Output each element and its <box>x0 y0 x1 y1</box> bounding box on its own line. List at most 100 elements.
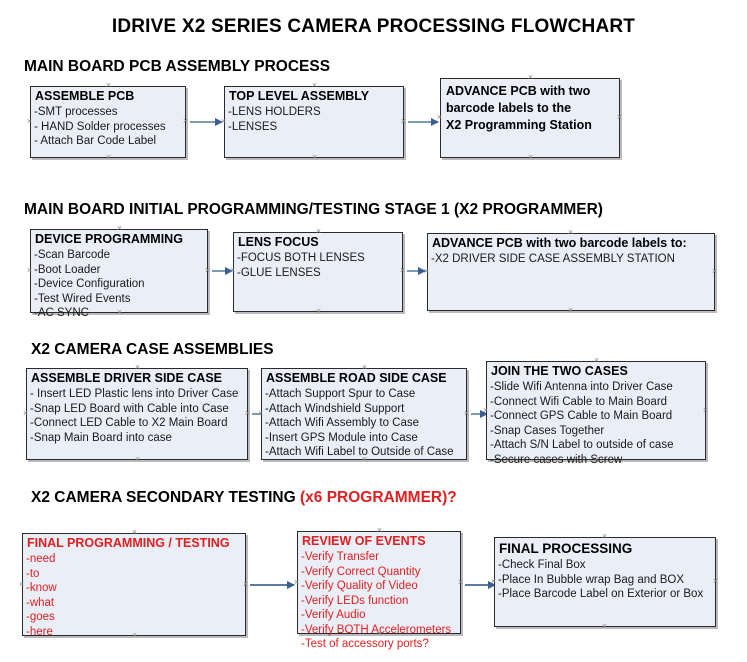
box-line: -Boot Loader <box>34 263 101 276</box>
selection-handle-x-icon[interactable] <box>399 267 406 274</box>
selection-handle-x-icon[interactable] <box>457 579 464 586</box>
box-advance-pcb-driver-side-case[interactable]: ADVANCE PCB with two barcode labels to: … <box>427 233 715 311</box>
selection-handle-x-icon[interactable] <box>134 364 141 371</box>
selection-handle-x-icon[interactable] <box>220 118 227 125</box>
selection-handle-x-icon[interactable] <box>527 154 534 161</box>
box-line: -Snap Main Board into case <box>30 431 172 444</box>
box-title: ASSEMBLE PCB <box>35 89 135 103</box>
box-top-level-assembly[interactable]: TOP LEVEL ASSEMBLY -LENS HOLDERS -LENSES <box>224 86 404 158</box>
box-line: -AC SYNC <box>34 307 89 319</box>
box-line: -Verify Correct Quantity <box>301 565 421 578</box>
box-line: -Attach Windshield Support <box>265 402 405 415</box>
selection-handle-x-icon[interactable] <box>423 268 430 275</box>
selection-handle-x-icon[interactable] <box>26 267 33 274</box>
connector-arrow-assemble-pcb-to-top-level[interactable] <box>190 118 223 126</box>
box-line: -need <box>26 553 56 565</box>
box-title: DEVICE PROGRAMMING <box>35 232 183 246</box>
connector-arrow-top-level-to-advance-pcb[interactable] <box>408 118 439 126</box>
section-title-x2-camera-case-assemblies: X2 CAMERA CASE ASSEMBLIES <box>31 341 274 359</box>
selection-handle-x-icon[interactable] <box>131 632 138 639</box>
selection-handle-x-icon[interactable] <box>131 529 138 536</box>
section-title-text: X2 CAMERA SECONDARY TESTING <box>31 489 300 506</box>
selection-handle-x-icon[interactable] <box>105 82 112 89</box>
selection-handle-x-icon[interactable] <box>711 268 718 275</box>
selection-handle-x-icon[interactable] <box>567 229 574 236</box>
selection-handle-x-icon[interactable] <box>527 74 534 81</box>
selection-handle-x-icon[interactable] <box>182 118 189 125</box>
box-line: -Connect Wifi Cable to Main Board <box>490 395 668 408</box>
selection-handle-x-icon[interactable] <box>376 527 383 534</box>
selection-handle-x-icon[interactable] <box>311 154 318 161</box>
box-line: -Attach Wifi Label to Outside of Case <box>265 446 454 458</box>
selection-handle-x-icon[interactable] <box>26 118 33 125</box>
box-line: - Insert LED Plastic lens into Driver Ca… <box>30 388 239 400</box>
selection-handle-x-icon[interactable] <box>361 364 368 371</box>
box-title-line: ADVANCE PCB with two <box>446 84 591 98</box>
box-line: -Connect LED Cable to X2 Main Board <box>30 417 228 429</box>
box-line: -Verify Quality of Video <box>301 580 418 592</box>
selection-handle-x-icon[interactable] <box>601 533 608 540</box>
selection-handle-x-icon[interactable] <box>400 118 407 125</box>
selection-handle-x-icon[interactable] <box>567 307 574 314</box>
box-final-programming-testing[interactable]: FINAL PROGRAMMING / TESTING -need -to -k… <box>22 533 246 638</box>
connector-arrow-lens-focus-to-advance-pcb[interactable] <box>407 267 426 275</box>
box-line: - HAND Solder processes <box>34 120 166 133</box>
box-review-of-events[interactable]: REVIEW OF EVENTS -Verify Transfer -Verif… <box>297 531 461 650</box>
selection-handle-x-icon[interactable] <box>204 267 211 274</box>
selection-handle-x-icon[interactable] <box>315 228 322 235</box>
box-final-processing[interactable]: FINAL PROCESSING -Check Final Box -Place… <box>494 537 716 627</box>
box-line: -Verify Audio <box>301 609 366 621</box>
selection-handle-x-icon[interactable] <box>616 114 623 121</box>
selection-handle-x-icon[interactable] <box>712 578 719 585</box>
box-assemble-driver-side-case[interactable]: ASSEMBLE DRIVER SIDE CASE - Insert LED P… <box>26 368 248 460</box>
box-line: -Insert GPS Module into Case <box>265 431 418 444</box>
selection-handle-x-icon[interactable] <box>601 623 608 630</box>
selection-handle-x-icon[interactable] <box>315 308 322 315</box>
box-line: -Verify Transfer <box>301 551 379 563</box>
connector-arrow-final-programming-to-review-events[interactable] <box>250 581 295 589</box>
selection-handle-x-icon[interactable] <box>134 456 141 463</box>
box-assemble-road-side-case[interactable]: ASSEMBLE ROAD SIDE CASE -Attach Support … <box>261 368 467 460</box>
section-title-x2-camera-secondary-testing: X2 CAMERA SECONDARY TESTING (x6 PROGRAMM… <box>31 489 457 507</box>
selection-handle-x-icon[interactable] <box>436 114 443 121</box>
selection-handle-x-icon[interactable] <box>311 82 318 89</box>
box-title: LENS FOCUS <box>238 235 319 249</box>
box-line: -Scan Barcode <box>34 249 111 261</box>
box-lens-focus[interactable]: LENS FOCUS -FOCUS BOTH LENSES -GLUE LENS… <box>233 232 403 312</box>
selection-handle-x-icon[interactable] <box>376 630 383 637</box>
selection-handle-x-icon[interactable] <box>229 267 236 274</box>
box-line: -here <box>26 625 53 638</box>
selection-handle-x-icon[interactable] <box>293 579 300 586</box>
box-device-programming[interactable]: DEVICE PROGRAMMING -Scan Barcode -Boot L… <box>30 229 208 319</box>
selection-handle-x-icon[interactable] <box>22 410 29 417</box>
box-line: -Snap Cases Together <box>490 424 605 437</box>
selection-handle-x-icon[interactable] <box>18 581 25 588</box>
selection-handle-x-icon[interactable] <box>702 407 709 414</box>
box-line: -Device Configuration <box>34 278 145 290</box>
selection-handle-x-icon[interactable] <box>242 581 249 588</box>
selection-handle-x-icon[interactable] <box>482 407 489 414</box>
box-advance-pcb-programming-station[interactable]: ADVANCE PCB with two barcode labels to t… <box>440 78 620 158</box>
box-line: -Check Final Box <box>498 559 586 571</box>
selection-handle-x-icon[interactable] <box>361 456 368 463</box>
box-line: -LENS HOLDERS <box>228 106 321 118</box>
selection-handle-x-icon[interactable] <box>490 578 497 585</box>
box-line: -Attach S/N Label to outside of case <box>490 439 674 451</box>
box-line: -Attach Wifi Assembly to Case <box>265 417 420 429</box>
selection-handle-x-icon[interactable] <box>116 309 123 316</box>
selection-handle-x-icon[interactable] <box>244 410 251 417</box>
box-title-line: X2 Programming Station <box>446 118 592 132</box>
selection-handle-x-icon[interactable] <box>593 456 600 463</box>
selection-handle-x-icon[interactable] <box>463 410 470 417</box>
box-line: -X2 DRIVER SIDE CASE ASSEMBLY STATION <box>431 253 675 265</box>
selection-handle-x-icon[interactable] <box>105 154 112 161</box>
section-title-main-board-pcb-assembly: MAIN BOARD PCB ASSEMBLY PROCESS <box>24 58 330 76</box>
selection-handle-x-icon[interactable] <box>593 357 600 364</box>
box-line: -LENSES <box>228 120 278 133</box>
selection-handle-x-icon[interactable] <box>257 410 264 417</box>
box-assemble-pcb[interactable]: ASSEMBLE PCB -SMT processes - HAND Solde… <box>30 86 186 158</box>
selection-handle-x-icon[interactable] <box>116 225 123 232</box>
box-title: JOIN THE TWO CASES <box>491 364 628 378</box>
box-join-the-two-cases[interactable]: JOIN THE TWO CASES -Slide Wifi Antenna i… <box>486 361 706 466</box>
